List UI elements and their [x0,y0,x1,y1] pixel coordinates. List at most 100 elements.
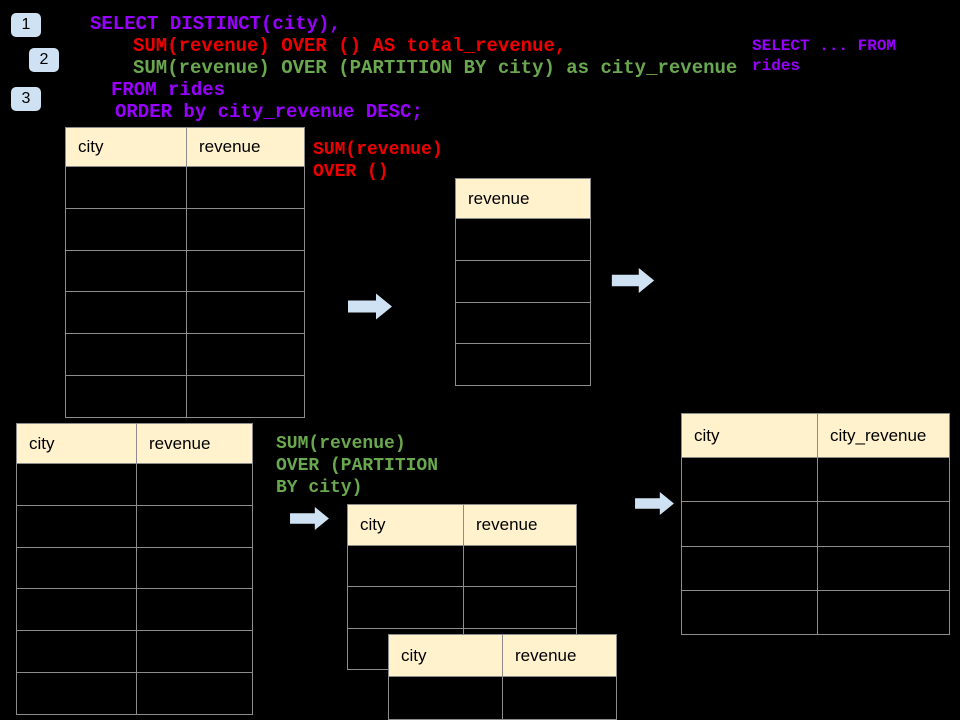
table-cell [187,167,304,208]
table-cell [818,458,949,501]
table-cell [682,546,818,590]
table-row [682,502,949,547]
table-row [66,167,304,209]
column-header-city: city [17,424,137,463]
table-cell [456,344,590,385]
table-row [17,631,252,674]
table-cell [682,458,818,502]
table-cell [137,631,252,672]
table-row [17,589,252,632]
column-header-city: city [66,128,187,166]
table-row [348,587,576,629]
table-cell [66,167,187,208]
table-row [66,376,304,417]
table-header-row: city revenue [17,424,252,464]
arrow-right-icon [635,492,674,515]
table-cell [389,677,503,719]
annotation-sum-over-partition: SUM(revenue) OVER (PARTITION BY city) [276,434,439,498]
table-cell [682,590,818,634]
table-row [389,677,616,720]
table-cell [17,464,137,505]
column-header-revenue: revenue [149,433,211,453]
table-cell [137,548,252,589]
column-header-revenue: revenue [199,137,261,156]
table-cell [66,292,187,334]
table-cell [464,546,576,586]
table-cell [187,251,304,292]
table-row [682,590,949,634]
table-body [389,677,616,720]
table-cell [348,546,464,587]
table-row [456,261,590,303]
table-header-row: city revenue [389,635,616,677]
table-row [66,292,304,335]
table-cell [818,547,949,590]
column-header-city: city [682,414,818,457]
table-cell [456,261,590,302]
table-cell [17,505,137,547]
table-header-row: city city_revenue [682,414,949,458]
table-row [17,673,252,714]
table-cell [682,502,818,546]
table-body [17,464,252,714]
table-row [66,250,304,293]
step-badge-2: 2 [29,48,59,72]
table-result-city-revenue: city city_revenue [681,413,950,635]
column-header-city: city [348,505,464,545]
step-badge-3: 3 [11,87,41,111]
table-header-row: revenue [456,179,590,219]
table-body [66,167,304,417]
table-cell [464,587,576,627]
table-cell [456,219,590,260]
table-cell [137,673,252,714]
column-header-city-revenue: city_revenue [830,425,927,445]
table-row [456,344,590,385]
arrow-right-icon [611,268,655,293]
sql-line-order: ORDER by city_revenue DESC; [115,101,423,123]
table-cell [66,376,187,417]
arrow-right-icon [290,507,329,530]
column-header-revenue: revenue [515,645,577,665]
table-cell [17,547,137,589]
table-body [456,219,590,385]
table-row [456,219,590,261]
table-cell [17,631,137,673]
side-note-select-from-rides: SELECT ... FROM rides [752,37,897,75]
table-row [66,208,304,251]
table-row [348,546,576,588]
table-cell [187,292,304,333]
table-partition-overlay: city revenue [388,634,617,720]
table-cell [66,334,187,376]
table-cell [187,209,304,250]
table-row [456,303,590,345]
table-cell [17,589,137,631]
table-row [17,505,252,548]
column-header-revenue: revenue [468,188,530,208]
table-header-row: city revenue [348,505,576,546]
table-body [682,458,949,634]
column-header-city: city [389,635,503,676]
sql-line-from: FROM rides [111,79,226,101]
table-cell [137,506,252,547]
column-header-revenue: revenue [476,515,538,534]
table-cell [17,673,137,714]
table-row [682,546,949,591]
table-cell [503,677,616,719]
step-badge-1: 1 [11,13,41,37]
table-cell [66,208,187,250]
table-cell [818,502,949,545]
table-row [682,458,949,503]
table-cell [456,303,590,344]
table-revenue-only: revenue [455,178,591,386]
table-cell [137,464,252,505]
sql-line-partition: SUM(revenue) OVER (PARTITION BY city) as… [133,57,738,79]
table-cell [187,376,304,417]
arrow-right-icon [348,293,392,320]
table-partition-source: city revenue [16,423,253,715]
table-cell [137,589,252,630]
table-row [17,547,252,590]
table-row [66,334,304,377]
table-cell [187,334,304,375]
table-header-row: city revenue [66,128,304,167]
